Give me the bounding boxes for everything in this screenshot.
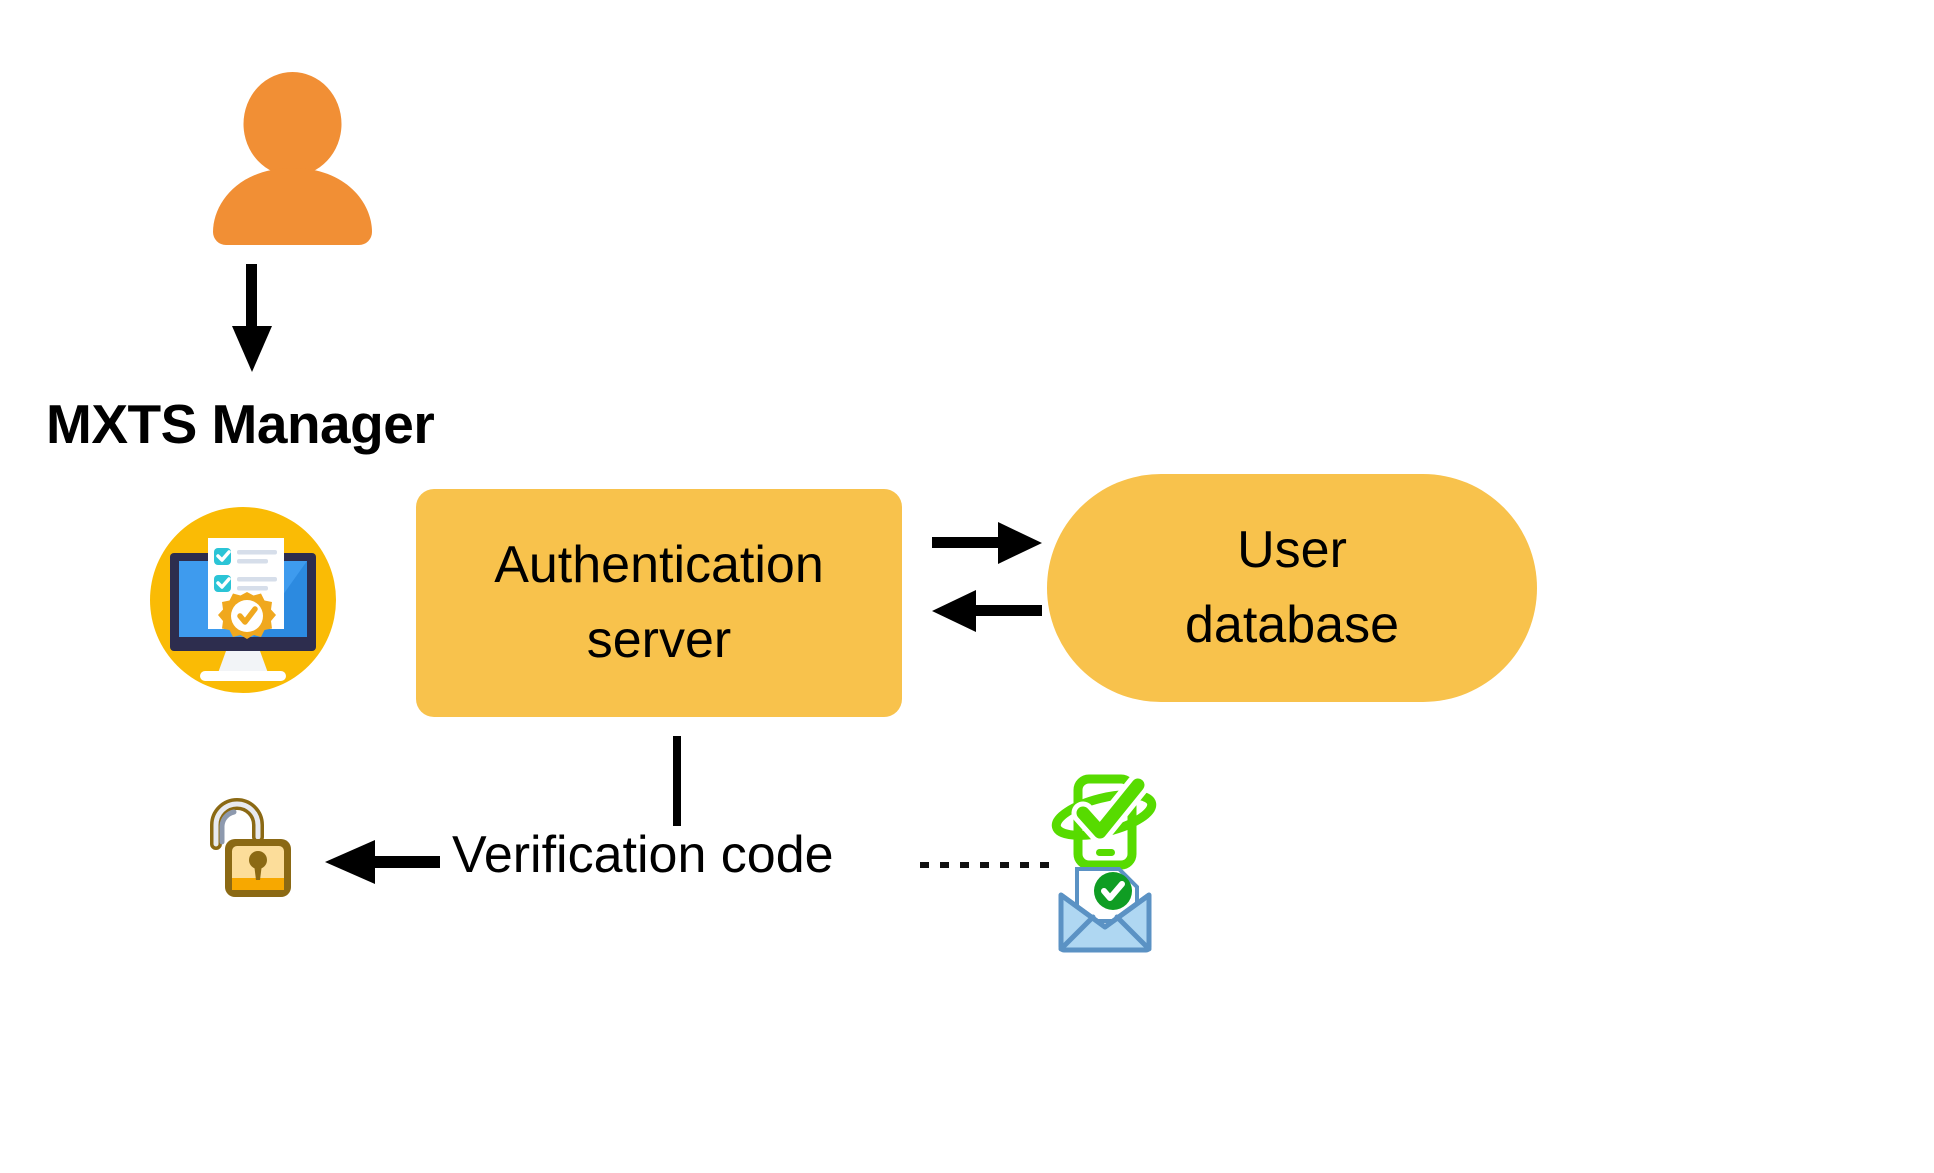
- page-title: MXTS Manager: [46, 393, 435, 455]
- open-padlock-icon: [200, 792, 310, 902]
- auth-server-line-1: Authentication: [494, 535, 824, 594]
- connector-verification-to-channels: [920, 862, 1050, 868]
- arrow-down-icon: [232, 264, 272, 374]
- connector-server-to-verification: [673, 736, 681, 826]
- monitor-checklist-icon: [148, 505, 338, 695]
- user-database-line-1: User: [1237, 520, 1347, 579]
- auth-server-line-2: server: [586, 611, 732, 669]
- person-icon: [205, 72, 380, 245]
- arrow-left-icon: [932, 590, 1042, 632]
- arrow-left-icon: [325, 840, 440, 884]
- user-database-line-2: database: [1185, 596, 1399, 654]
- verification-code-label: Verification code: [452, 826, 834, 884]
- arrow-right-icon: [932, 522, 1042, 564]
- node-user-database-label: User database: [1185, 513, 1399, 664]
- node-authentication-server[interactable]: Authentication server: [416, 489, 902, 717]
- email-envelope-check-icon: [1055, 865, 1155, 953]
- phone-check-icon: [1051, 773, 1157, 870]
- node-authentication-server-label: Authentication server: [494, 528, 824, 679]
- node-user-database[interactable]: User database: [1047, 474, 1537, 702]
